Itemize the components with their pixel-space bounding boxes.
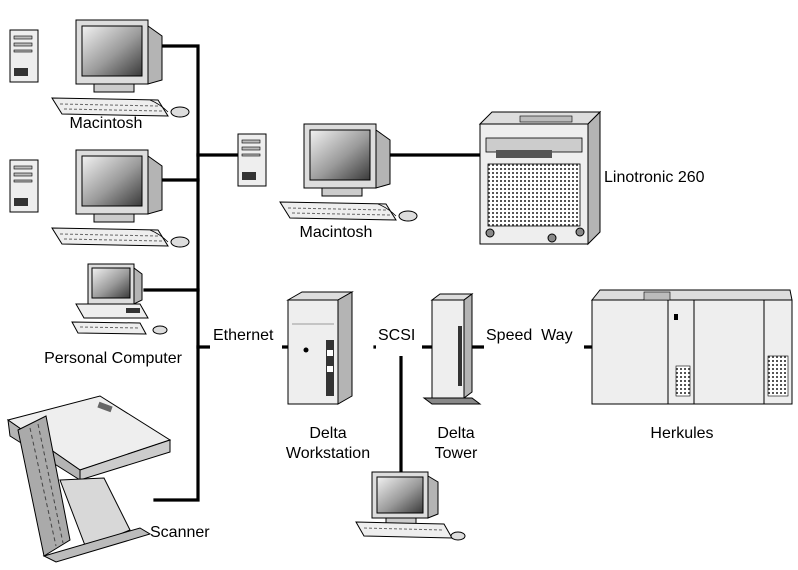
linotronic-label: Linotronic 260 bbox=[604, 169, 705, 186]
personal-computer-node: Personal Computer bbox=[44, 263, 183, 367]
scanner-icon bbox=[6, 395, 172, 563]
link-labels: Ethernet SCSI Speed Way bbox=[210, 322, 584, 356]
workstation-tower-icon bbox=[286, 291, 354, 405]
delta-workstation-node: Delta Workstation bbox=[286, 291, 370, 462]
scanner-node: Scanner bbox=[6, 395, 210, 563]
scsi-label: SCSI bbox=[378, 327, 415, 344]
delta-tower-label-line2: Tower bbox=[435, 445, 478, 462]
delta-workstation-label-line2: Workstation bbox=[286, 445, 370, 462]
macintosh-top-node: Macintosh bbox=[9, 19, 190, 132]
delta-workstation-label-line1: Delta bbox=[309, 425, 346, 442]
macintosh-second-node bbox=[9, 149, 190, 248]
macintosh-computer-icon bbox=[9, 149, 190, 248]
herkules-node: Herkules bbox=[590, 289, 793, 442]
personal-computer-label: Personal Computer bbox=[44, 350, 183, 367]
delta-tower-label-line1: Delta bbox=[437, 425, 474, 442]
speedway-label: Speed Way bbox=[486, 327, 573, 344]
macintosh-center-label: Macintosh bbox=[300, 224, 373, 241]
macintosh-center-node: Macintosh bbox=[237, 123, 418, 241]
ethernet-label: Ethernet bbox=[213, 327, 274, 344]
macintosh-computer-icon bbox=[9, 19, 190, 118]
delta-tower-node: Delta Tower bbox=[422, 293, 482, 462]
imagesetter-icon bbox=[478, 110, 602, 246]
macintosh-computer-icon bbox=[355, 471, 466, 541]
ethernet-backbone bbox=[153, 44, 200, 502]
macintosh-computer-icon bbox=[237, 123, 418, 222]
macintosh-bottom-node bbox=[355, 471, 466, 541]
herkules-label: Herkules bbox=[650, 425, 713, 442]
scanner-label: Scanner bbox=[150, 524, 210, 541]
tower-server-icon bbox=[422, 293, 482, 405]
macintosh-top-label: Macintosh bbox=[70, 115, 143, 132]
linotronic-node: Linotronic 260 bbox=[478, 110, 705, 246]
personal-computer-icon bbox=[71, 263, 168, 335]
imagesetter-large-icon bbox=[590, 289, 793, 405]
